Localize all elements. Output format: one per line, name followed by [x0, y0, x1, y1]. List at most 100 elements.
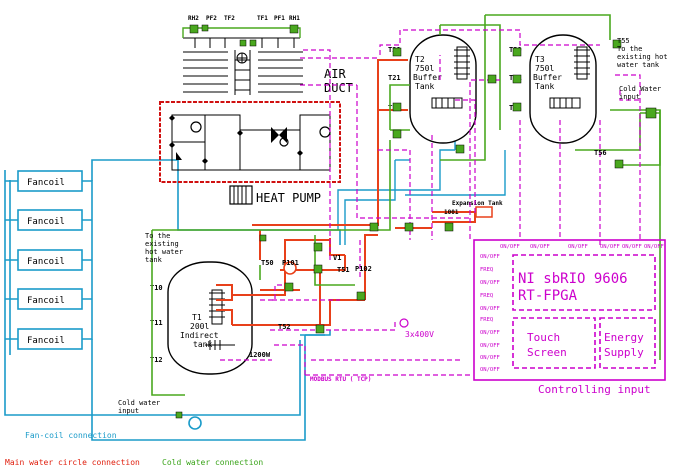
top-port-4: ON/OFF	[600, 244, 620, 250]
t3-line2: Tank	[535, 82, 554, 91]
expansion-tank-num: 1001	[444, 209, 459, 216]
left-port-3: ON/OFF	[480, 280, 500, 286]
existing-left-2: existing	[145, 240, 179, 248]
legend-main-water: Main water circle connection	[5, 458, 140, 467]
fancoil-label-3: Fancoil	[27, 257, 65, 267]
label-p101: P101	[282, 259, 299, 267]
tank-t1: T1 200l Indirect tank T10 T11 T12 1200W	[150, 261, 271, 375]
label-t51: T51	[337, 266, 350, 274]
fancoil-label-1: Fancoil	[27, 178, 65, 188]
t2-line2: Tank	[415, 82, 434, 91]
left-port-6: FREQ	[480, 317, 493, 323]
fancoil-pump-icon	[188, 416, 202, 430]
left-port-1: ON/OFF	[480, 254, 500, 260]
t3-name: T3	[535, 55, 545, 64]
sensor-rh1: RH1	[289, 15, 300, 22]
voltage-label: 3x400V	[405, 330, 434, 339]
t1-line1: Indirect	[180, 331, 219, 340]
t1-line2: tank	[193, 340, 212, 349]
left-port-8: ON/OFF	[480, 343, 500, 349]
air-duct-label-2: DUCT	[324, 81, 353, 95]
left-port-5: ON/OFF	[480, 306, 500, 312]
existing-left-3: hot water	[145, 248, 183, 256]
fancoil-group	[4, 159, 341, 441]
fancoil-label-4: Fancoil	[27, 296, 65, 306]
left-port-2: FREQ	[480, 267, 493, 273]
left-port-9: ON/OFF	[480, 355, 500, 361]
left-port-7: ON/OFF	[480, 330, 500, 336]
top-port-3: ON/OFF	[568, 244, 588, 250]
annotations: T55 To the existing hot water tank Cold …	[118, 37, 668, 415]
heat-pump: RH2 PF2 TF2 TF1 PF1 RH1 AIR DUCT	[159, 15, 353, 205]
touch-screen-label-1: Touch	[527, 331, 560, 344]
cold-input-bottom-1: Cold water	[118, 399, 160, 407]
sensor-tf1: TF1	[257, 15, 268, 22]
sensor-pf2: PF2	[206, 15, 217, 22]
fancoil-label-5: Fancoil	[27, 336, 65, 346]
heat-pump-unit-icon	[229, 185, 253, 205]
controller-left-ports: ON/OFF FREQ ON/OFF FREQ ON/OFF FREQ ON/O…	[480, 254, 500, 373]
cold-input-bottom-2: input	[118, 407, 139, 415]
t1-sensor-t10: T10	[150, 284, 163, 292]
t1-name: T1	[192, 313, 202, 322]
pump-p101-icon	[283, 261, 297, 275]
power-connector-icon	[399, 318, 409, 328]
fancoil-label-2: Fancoil	[27, 217, 65, 227]
existing-left-4: tank	[145, 256, 163, 264]
label-t50: T50	[261, 259, 274, 267]
existing-right-1: To the	[617, 45, 642, 53]
t1-sensor-t11: T11	[150, 319, 163, 327]
cold-input-right-2: input	[619, 93, 640, 101]
label-t52: T52	[278, 323, 291, 331]
controller-title-2: RT-FPGA	[518, 288, 578, 304]
controller-title-1: NI sbRIO 9606	[518, 271, 628, 287]
top-port-6: ON/OFF	[644, 244, 664, 250]
main-water-pipes	[216, 59, 476, 330]
t1-heater-1200w: 1200W	[249, 351, 271, 359]
touch-screen-label-2: Screen	[527, 346, 567, 359]
expansion-tank-icon	[475, 206, 493, 218]
t2-volume: 750l	[415, 64, 434, 73]
t2-line1: Buffer	[413, 73, 442, 82]
t1-sensor-t12: T12	[150, 356, 163, 364]
top-port-1: ON/OFF	[500, 244, 520, 250]
label-v1: V1	[333, 254, 341, 262]
tank-t2: T2 750l Buffer Tank T20 T21 T22	[388, 34, 477, 144]
controlling-input-label: Controlling input	[538, 383, 651, 396]
energy-supply-label-2: Supply	[604, 346, 644, 359]
heat-pump-label: HEAT PUMP	[256, 191, 321, 205]
expansion-tank-label: Expansion Tank	[452, 200, 503, 207]
t3-line1: Buffer	[533, 73, 562, 82]
existing-left-1: To the	[145, 232, 170, 240]
sensor-rh2: RH2	[188, 15, 199, 22]
valves	[175, 24, 657, 419]
legend: Fan-coil connection Main water circle co…	[5, 431, 263, 467]
energy-supply-label-1: Energy	[604, 331, 644, 344]
top-port-5: ON/OFF	[622, 244, 642, 250]
fancoil-labels: Fancoil Fancoil Fancoil Fancoil Fancoil	[27, 178, 65, 346]
air-duct-label-1: AIR	[324, 67, 346, 81]
left-port-4: FREQ	[480, 293, 493, 299]
t2-sensor-t21: T21	[388, 74, 401, 82]
existing-right-3: water tank	[617, 61, 660, 69]
controller-frame	[473, 239, 666, 381]
legend-cold-water: Cold water connection	[162, 458, 263, 467]
left-port-10: ON/OFF	[480, 367, 500, 373]
controller-top-ports: ON/OFF ON/OFF ON/OFF ON/OFF ON/OFF ON/OF…	[500, 244, 664, 250]
label-t55: T55	[617, 37, 630, 45]
label-p102: P102	[355, 265, 372, 273]
existing-right-2: existing hot	[617, 53, 668, 61]
tank-t3: T3 750l Buffer Tank T30 T31 T32	[509, 34, 597, 144]
sensor-tf2: TF2	[224, 15, 235, 22]
top-port-2: ON/OFF	[530, 244, 550, 250]
t2-name: T2	[415, 55, 425, 64]
legend-fancoil: Fan-coil connection	[25, 431, 117, 440]
t1-volume: 200l	[190, 322, 209, 331]
modbus-label: MODBUS RTU ( TCP)	[310, 376, 371, 383]
fan-icon	[236, 52, 248, 64]
cold-input-right-1: Cold Water	[619, 85, 661, 93]
label-t56: T56	[594, 149, 607, 157]
t3-volume: 750l	[535, 64, 554, 73]
sensor-pf1: PF1	[274, 15, 285, 22]
